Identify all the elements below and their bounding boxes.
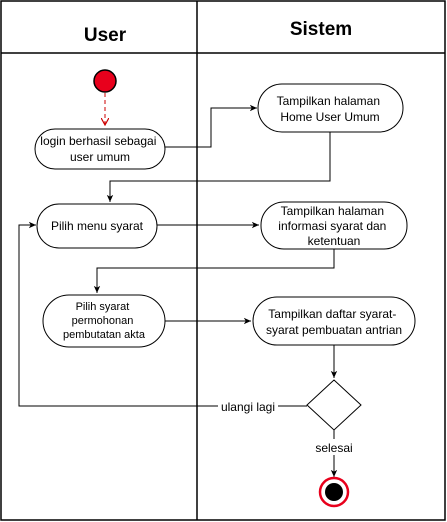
end-node-core (325, 483, 343, 501)
node-daftar-syarat-line-2: syarat pembuatan antrian (266, 323, 402, 337)
node-pilih-syarat-label: Pilih syarat permohonan pembutatan akta (63, 301, 146, 341)
node-info-syarat-label: Tampilkan halaman informasi syarat dan k… (278, 204, 389, 248)
node-menu-syarat: Pilih menu syarat (36, 203, 158, 249)
node-menu-syarat-shape (36, 203, 158, 249)
lane-title-user: User (84, 25, 127, 46)
node-menu-syarat-label: Pilih menu syarat (51, 219, 144, 233)
node-home-line-1: Tampilkan halaman (277, 94, 380, 108)
node-info-syarat-line-2: informasi syarat dan (278, 219, 386, 233)
node-home: Tampilkan halaman Home User Umum (257, 83, 404, 133)
decision-node (306, 379, 362, 431)
node-login-line-2: user umum (70, 150, 130, 164)
node-login-line-1: login berhasil sebagai (40, 134, 156, 148)
node-daftar-syarat-label: Tampilkan daftar syarat- syarat pembuata… (266, 307, 402, 337)
edge-label-finish-text: selesai (315, 441, 352, 455)
edges (18, 93, 338, 477)
node-pilih-syarat-shape (42, 294, 166, 348)
edge-label-finish: selesai (310, 439, 358, 455)
node-home-label: Tampilkan halaman Home User Umum (277, 94, 384, 124)
start-node (93, 69, 117, 93)
edge-login-home (165, 104, 257, 148)
edge-label-repeat-bg (218, 398, 278, 414)
node-home-line-2: Home User Umum (280, 110, 379, 124)
node-info-syarat: Tampilkan halaman informasi syarat dan k… (260, 201, 408, 250)
node-login-label: login berhasil sebagai user umum (40, 134, 159, 164)
end-node (318, 476, 350, 508)
edge-label-repeat: ulangi lagi (218, 398, 278, 414)
node-daftar-syarat-shape (252, 296, 416, 346)
node-pilih-syarat-line-1: Pilih syarat (76, 301, 130, 313)
edge-label-finish-bg (310, 439, 358, 455)
node-info-syarat-line-1: Tampilkan halaman (281, 204, 384, 218)
node-login-shape (34, 128, 166, 170)
lane-title-system: Sistem (290, 19, 352, 40)
edge-info-pilih (93, 248, 335, 293)
edge-label-repeat-text: ulangi lagi (221, 400, 275, 414)
node-daftar-syarat-line-1: Tampilkan daftar syarat- (268, 307, 396, 321)
node-info-syarat-shape (260, 201, 408, 250)
node-login: login berhasil sebagai user umum (34, 128, 166, 170)
node-pilih-syarat: Pilih syarat permohonan pembutatan akta (42, 294, 166, 348)
node-daftar-syarat: Tampilkan daftar syarat- syarat pembuata… (252, 296, 416, 346)
node-home-shape (257, 83, 404, 133)
edge-decision-repeat (18, 221, 307, 407)
edge-home-menu (106, 132, 331, 202)
node-info-syarat-line-3: ketentuan (308, 234, 361, 248)
node-pilih-syarat-line-2: permohonan (72, 315, 134, 327)
node-pilih-syarat-line-3: pembutatan akta (63, 329, 146, 341)
